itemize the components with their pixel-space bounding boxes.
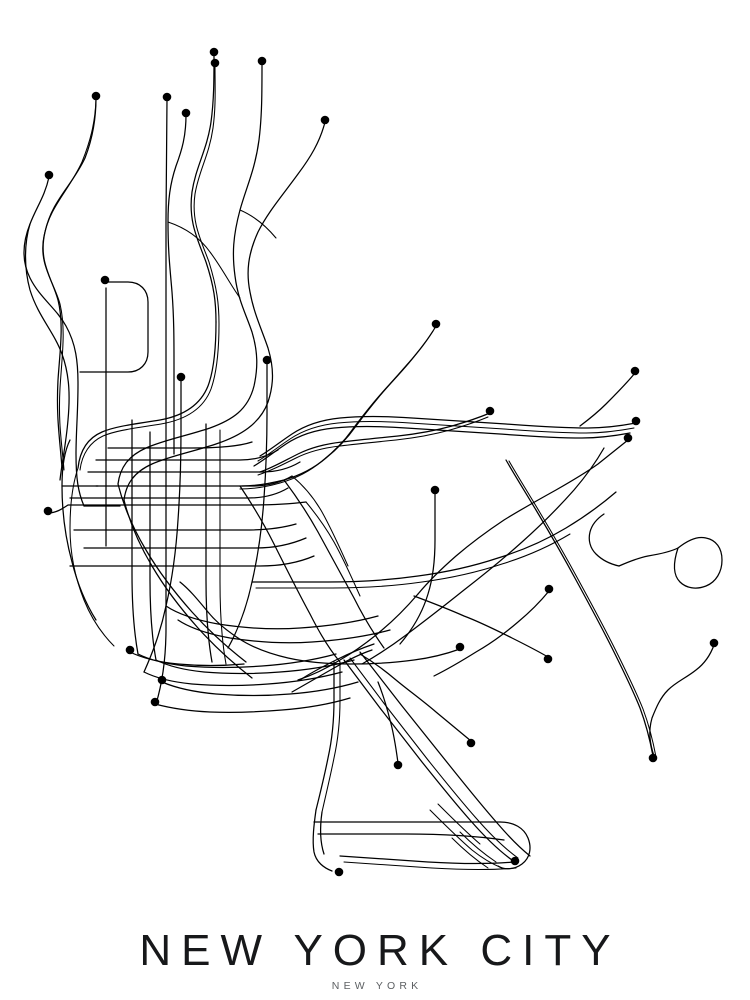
terminus-dot [630, 366, 640, 376]
terminus-dot [544, 584, 554, 594]
terminus-dot [176, 372, 186, 382]
terminus-dot [162, 92, 172, 102]
terminus-dot [623, 433, 633, 443]
terminus-dot [43, 506, 53, 516]
terminus-dot [262, 355, 272, 365]
terminus-dot [430, 485, 440, 495]
terminus-dots-group [43, 47, 719, 877]
terminus-dot [648, 753, 658, 763]
terminus-dot [125, 645, 135, 655]
terminus-dot [150, 697, 160, 707]
terminus-dot [320, 115, 330, 125]
terminus-dot [466, 738, 476, 748]
terminus-dot [485, 406, 495, 416]
page-title: NEW YORK CITY [139, 926, 621, 975]
subway-lines-group [23, 53, 723, 872]
terminus-dot [510, 856, 520, 866]
terminus-dot [431, 319, 441, 329]
terminus-dot [257, 56, 267, 66]
map-area [23, 47, 723, 877]
terminus-dot [631, 416, 641, 426]
terminus-dot [709, 638, 719, 648]
terminus-dot [91, 91, 101, 101]
terminus-dot [210, 58, 220, 68]
terminus-dot [44, 170, 54, 180]
terminus-dot [157, 675, 167, 685]
terminus-dot [455, 642, 465, 652]
terminus-dot [181, 108, 191, 118]
terminus-dot [100, 275, 110, 285]
terminus-dot [543, 654, 553, 664]
terminus-dot [334, 867, 344, 877]
terminus-dot [393, 760, 403, 770]
subway-map-svg [23, 47, 723, 877]
terminus-dot [209, 47, 219, 57]
page-subtitle: NEW YORK [331, 980, 423, 992]
